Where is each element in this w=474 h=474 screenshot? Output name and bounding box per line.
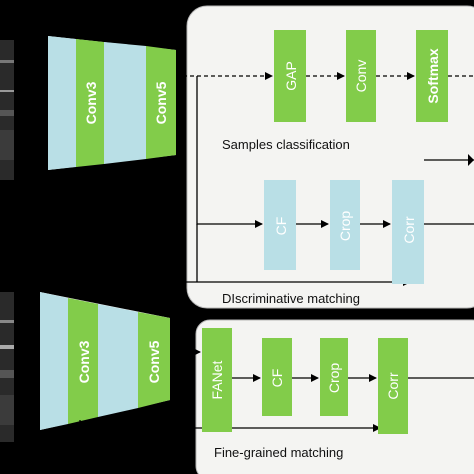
- top-stage-1: [48, 36, 76, 170]
- corr-label-top: Corr: [401, 216, 417, 244]
- bottom-input-image: [0, 292, 14, 442]
- bottom-conv3-label: Conv3: [76, 340, 92, 383]
- discriminative-blocks: CF Crop Corr: [264, 180, 424, 284]
- crop-label-bottom: Crop: [326, 363, 342, 394]
- conv-block: [346, 30, 376, 122]
- bottom-conv5-label: Conv5: [146, 340, 162, 383]
- discriminative-connectors: [180, 76, 474, 286]
- top-conv3-label: Conv3: [83, 81, 99, 124]
- fine-grained-caption: Fine-grained matching: [214, 445, 343, 460]
- corr-block-top: [392, 180, 424, 284]
- crop-block-bottom: [320, 338, 348, 416]
- top-conv5-label: Conv5: [153, 81, 169, 124]
- fanet-label: FANet: [209, 360, 225, 399]
- corr-block-bottom: [378, 338, 408, 434]
- fine-grained-blocks: FANet CF Crop Corr: [202, 328, 408, 434]
- cf-label-bottom: CF: [269, 369, 285, 388]
- top-conv5-block: [146, 46, 176, 159]
- top-backbone: Conv3 Conv5: [48, 36, 176, 170]
- classification-caption: Samples classification: [222, 137, 350, 152]
- conv3-to-corr-arrow: [79, 420, 381, 432]
- softmax-label: Softmax: [425, 48, 441, 103]
- gap-block: [274, 30, 306, 122]
- top-input-image: [0, 40, 14, 180]
- softmax-block: [416, 30, 448, 122]
- gap-label: GAP: [283, 61, 299, 91]
- bottom-stage-1: [40, 292, 68, 430]
- discriminative-caption: DIscriminative matching: [222, 291, 360, 306]
- corr-label-bottom: Corr: [385, 372, 401, 400]
- cf-block-bottom: [262, 338, 292, 416]
- crop-label-top: Crop: [337, 211, 353, 242]
- bottom-stage-4: [98, 304, 138, 417]
- classification-blocks: GAP Conv Softmax: [274, 30, 448, 122]
- bottom-backbone: Conv3 Conv5: [40, 292, 170, 430]
- crop-block-top: [330, 180, 360, 270]
- bottom-conv5-block: [138, 312, 170, 408]
- merge-arrowhead: [468, 154, 474, 166]
- fine-grained-connectors: [79, 340, 474, 432]
- conv-label: Conv: [353, 60, 369, 93]
- cf-block-top: [264, 180, 296, 270]
- bottom-conv3-block: [68, 298, 98, 424]
- top-conv3-block: [76, 39, 104, 167]
- cf-label-top: CF: [273, 217, 289, 236]
- fanet-block: [202, 328, 232, 432]
- top-stage-4: [104, 42, 146, 164]
